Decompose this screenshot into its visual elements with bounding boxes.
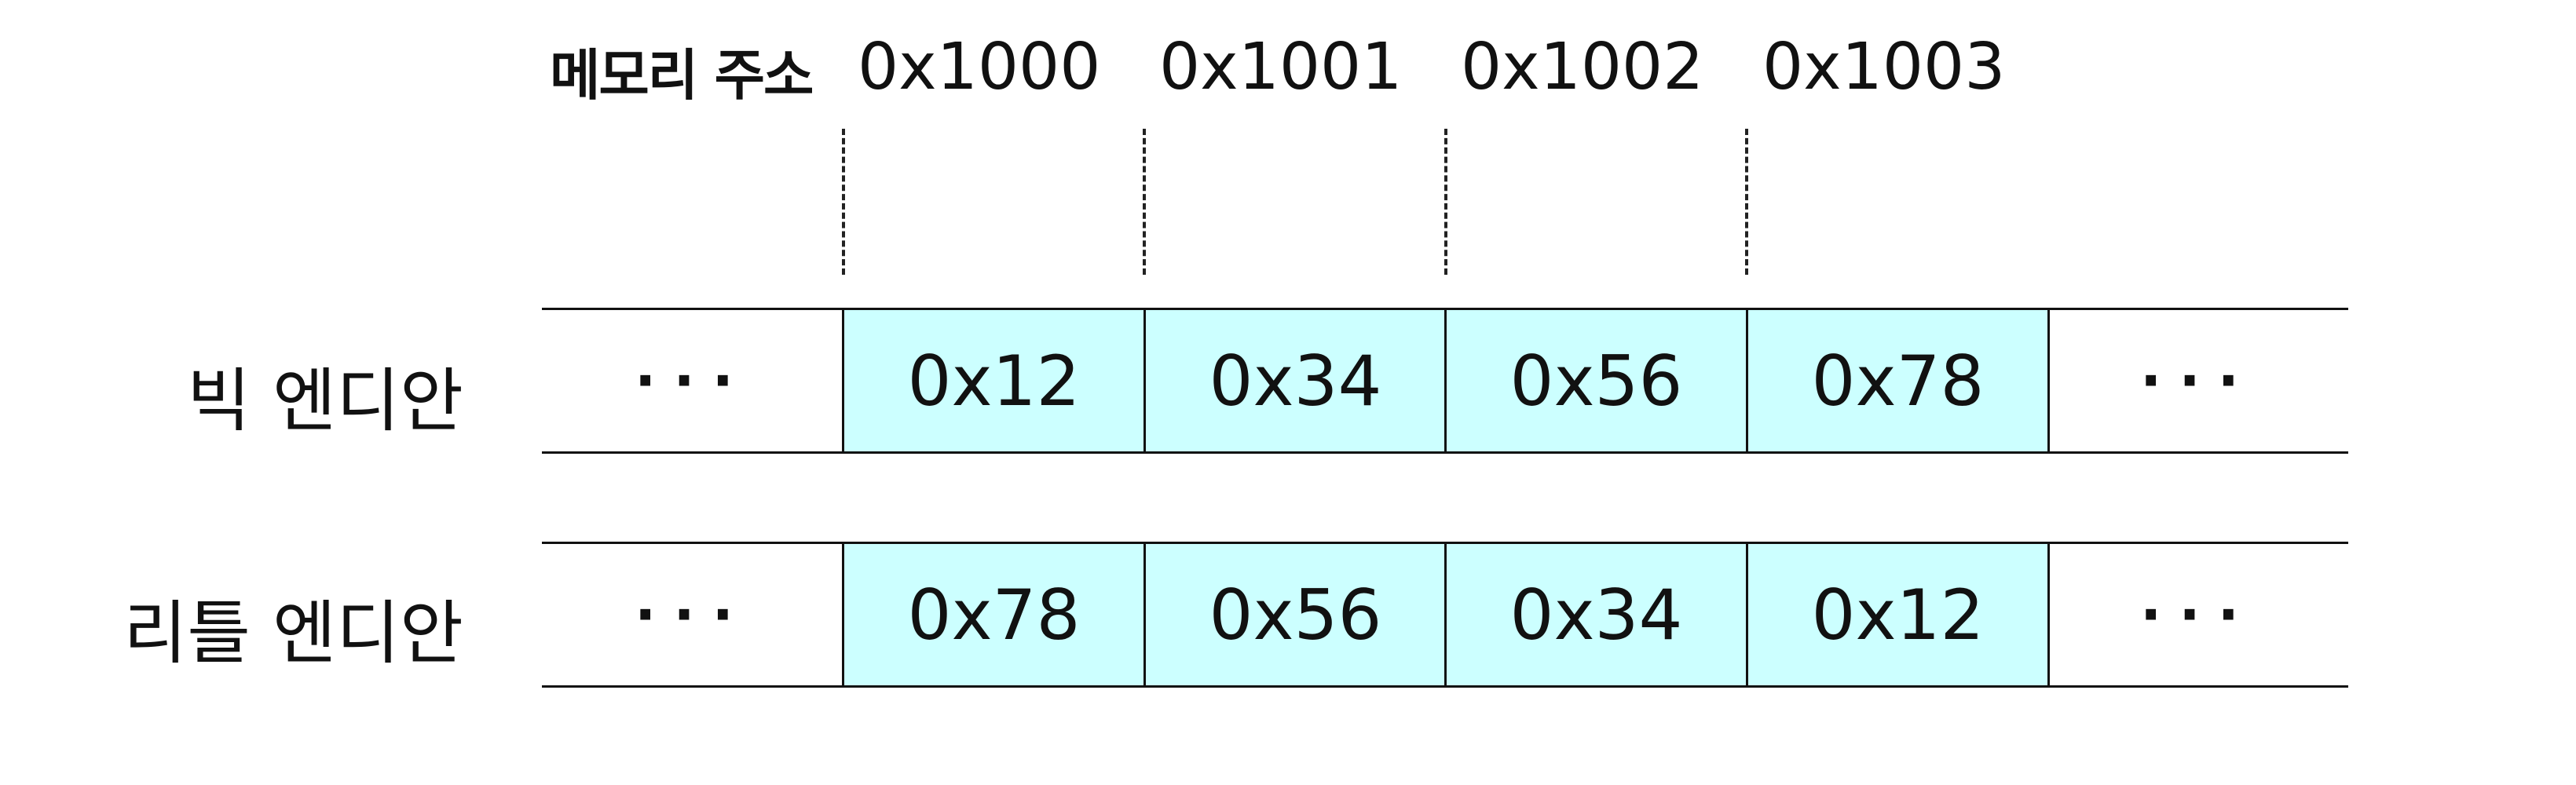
right-ellipsis: ···	[2139, 348, 2257, 414]
byte-cell: 0x12	[1746, 542, 2050, 688]
left-ellipsis: ···	[634, 348, 752, 414]
byte-cell: 0x34	[1444, 542, 1748, 688]
address-0: 0x1000	[858, 30, 1101, 104]
memory-address-label: 메모리 주소	[550, 43, 814, 108]
byte-cell: 0x12	[842, 308, 1146, 454]
address-guide-line	[1745, 129, 1748, 275]
address-2: 0x1002	[1461, 30, 1704, 104]
byte-cell: 0x34	[1143, 308, 1447, 454]
address-guide-line	[1444, 129, 1447, 275]
byte-cell: 0x78	[842, 542, 1146, 688]
address-guide-line	[1143, 129, 1146, 275]
left-ellipsis: ···	[634, 582, 752, 648]
address-3: 0x1003	[1762, 30, 2006, 104]
right-ellipsis: ···	[2139, 582, 2257, 648]
address-guide-line	[842, 129, 845, 275]
byte-cell: 0x56	[1143, 542, 1447, 688]
little-endian-label: 리틀 엔디안	[123, 593, 463, 674]
big-endian-label: 빅 엔디안	[187, 360, 463, 441]
byte-cell: 0x56	[1444, 308, 1748, 454]
little-endian-row: ··· 0x78 0x56 0x34 0x12 ···	[542, 542, 2348, 688]
address-1: 0x1001	[1159, 30, 1403, 104]
byte-cell: 0x78	[1746, 308, 2050, 454]
big-endian-row: ··· 0x12 0x34 0x56 0x78 ···	[542, 308, 2348, 454]
